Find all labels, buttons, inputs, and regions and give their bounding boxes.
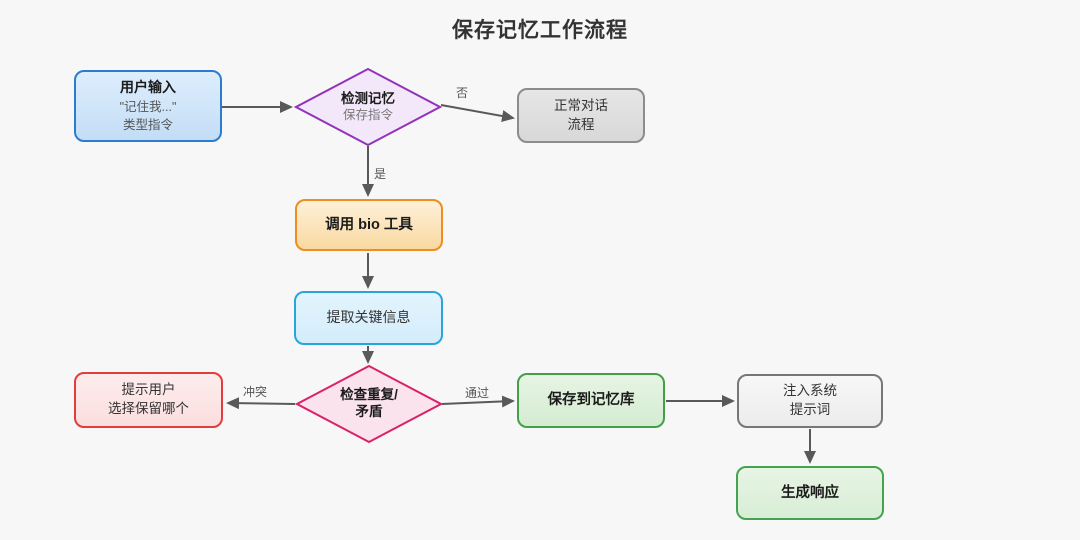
inject-system-line1: 注入系统 <box>783 383 837 399</box>
save-memory-label: 保存到记忆库 <box>547 392 635 409</box>
edge-label-pass: 通过 <box>465 386 490 400</box>
node-call-bio-tool: 调用 bio 工具 <box>295 199 443 251</box>
edge-label-yes: 是 <box>374 167 387 181</box>
normal-dialog-line2: 流程 <box>567 116 595 132</box>
node-normal-dialog: 正常对话 流程 <box>517 88 645 143</box>
detect-memory-shape <box>294 68 442 146</box>
extract-info-label: 提取关键信息 <box>326 309 411 326</box>
diagram-title: 保存记忆工作流程 <box>452 19 628 42</box>
normal-dialog-line1: 正常对话 <box>554 97 608 113</box>
node-save-memory: 保存到记忆库 <box>517 373 665 428</box>
inject-system-line2: 提示词 <box>789 402 831 417</box>
edge-check-to-save <box>441 395 515 408</box>
call-bio-label: 调用 bio 工具 <box>325 216 413 233</box>
check-duplicate-line2: 矛盾 <box>355 404 383 419</box>
node-extract-info: 提取关键信息 <box>294 291 443 345</box>
user-input-title: 用户输入 <box>120 78 176 95</box>
node-user-input: 用户输入 "记住我..." 类型指令 <box>74 70 222 142</box>
user-input-quote: "记住我..." <box>119 100 177 115</box>
node-generate-response: 生成响应 <box>736 466 884 520</box>
diamond-check-duplicate: 检查重复/ 矛盾 <box>295 365 443 443</box>
check-duplicate-shape <box>295 365 443 443</box>
detect-memory-title: 检测记忆 <box>341 90 395 106</box>
prompt-user-line1: 提示用户 <box>121 382 176 398</box>
edge-label-conflict: 冲突 <box>243 385 268 399</box>
node-prompt-user: 提示用户 选择保留哪个 <box>74 372 223 428</box>
diamond-detect-memory: 检测记忆 保存指令 <box>294 68 442 146</box>
prompt-user-line2: 选择保留哪个 <box>108 401 189 416</box>
node-inject-system: 注入系统 提示词 <box>737 374 883 428</box>
edge-detect-to-normal <box>440 104 515 122</box>
edge-label-no: 否 <box>456 86 469 100</box>
generate-response-label: 生成响应 <box>781 484 839 501</box>
check-duplicate-line1: 检查重复/ <box>340 387 398 403</box>
user-input-type: 类型指令 <box>122 117 173 132</box>
edge-check-to-prompt <box>226 397 296 410</box>
detect-memory-subtitle: 保存指令 <box>342 107 393 122</box>
